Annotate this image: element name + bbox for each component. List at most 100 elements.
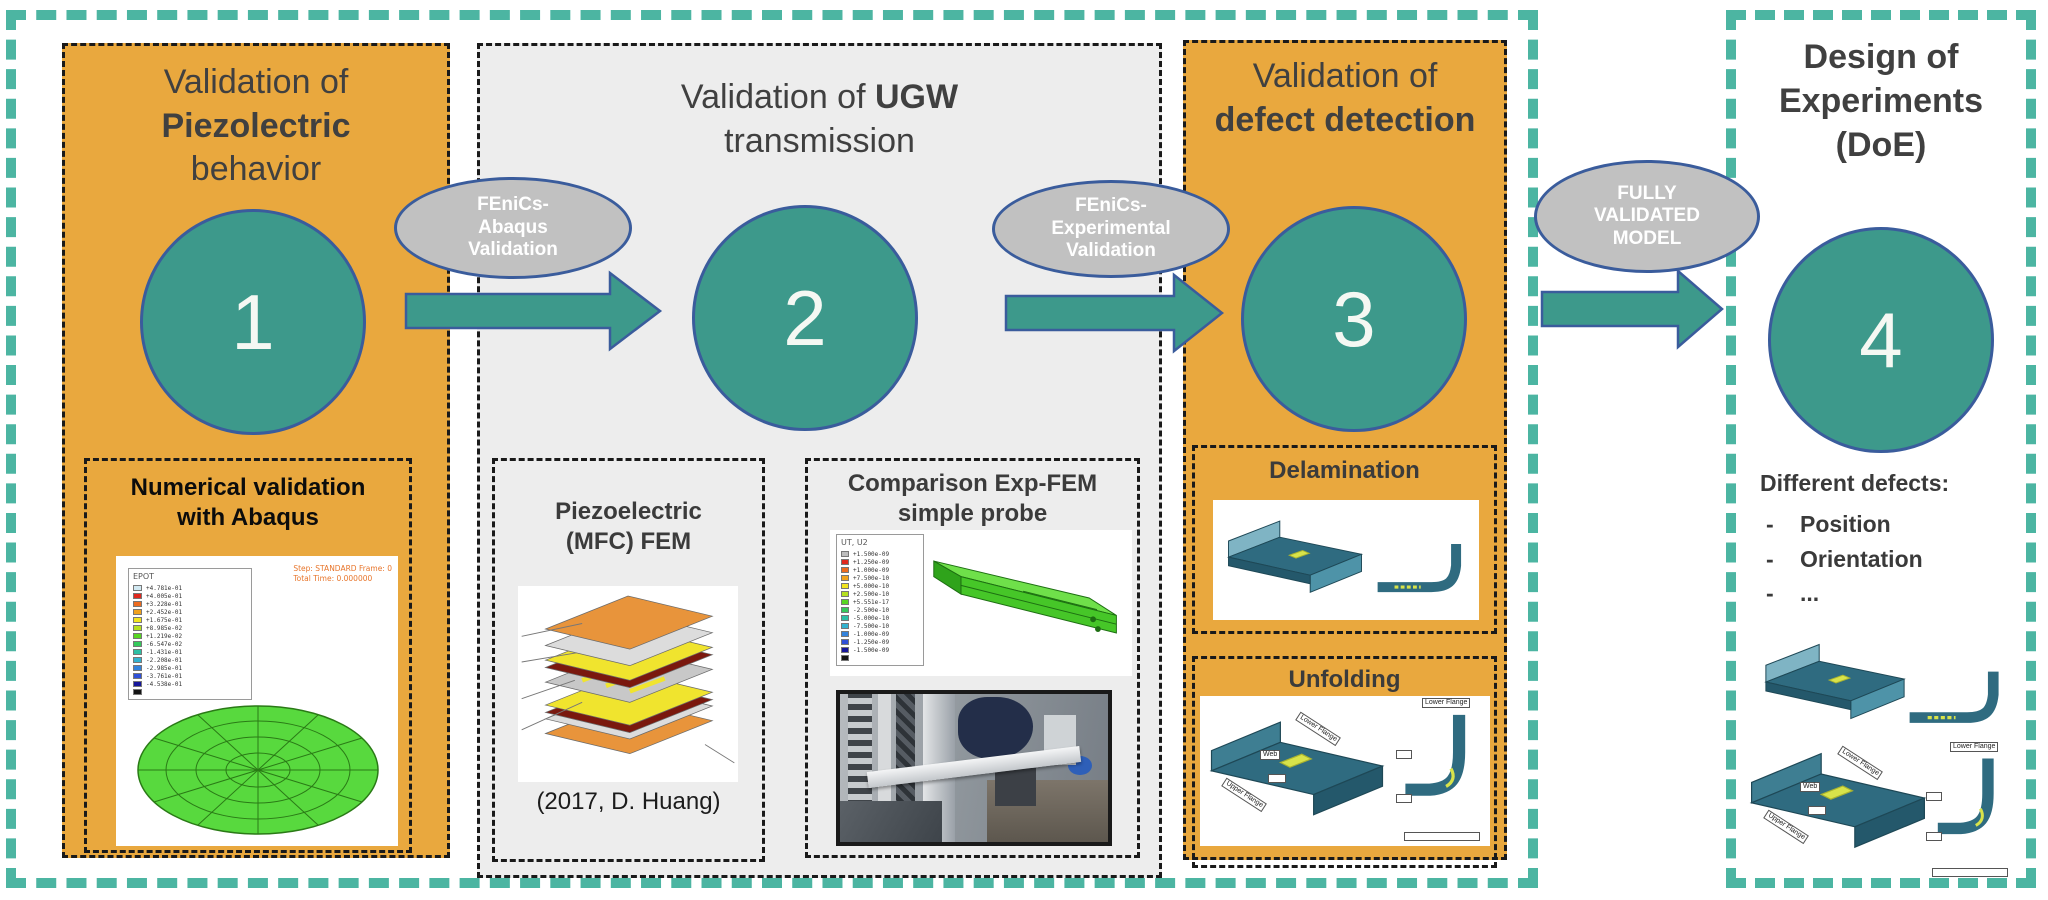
legend-row: +2.452e-01 xyxy=(133,608,247,616)
legend-swatch xyxy=(133,617,142,623)
panel4-title-line1: Design of xyxy=(1803,38,1959,76)
panel1-title-line2: Piezolectric xyxy=(161,106,351,145)
legend-row: -2.208e-01 xyxy=(133,656,247,664)
legend-swatch xyxy=(841,631,849,637)
l-section-svg xyxy=(1909,671,1999,723)
step-number-2: 2 xyxy=(783,273,827,362)
legend-value: -7.500e-10 xyxy=(853,622,890,630)
web-tag: Web xyxy=(1800,782,1821,793)
legend-swatch xyxy=(841,575,849,581)
bullet-dash: - xyxy=(1766,545,1774,572)
legend-row: -1.000e-09 xyxy=(841,630,919,638)
small-tag xyxy=(1396,794,1412,803)
legend-value: +1.250e-09 xyxy=(853,558,890,566)
panel4-title-line2: Experiments xyxy=(1778,82,1984,121)
legend-value: -2.208e-01 xyxy=(146,656,183,664)
panel3-title: Validation of defect detection xyxy=(1186,55,1504,142)
legend-swatch xyxy=(133,689,142,695)
legend-swatch xyxy=(841,551,849,557)
arrow-1-2 xyxy=(404,270,663,352)
legend-row: -2.985e-01 xyxy=(133,664,247,672)
caption-tag xyxy=(1404,832,1480,841)
step-circle-4: 4 xyxy=(1768,227,1994,453)
legend-swatch xyxy=(841,599,849,605)
legend-row: +8.985e-02 xyxy=(133,624,247,632)
web-tag: Web xyxy=(1260,750,1281,761)
legend-row: +1.250e-09 xyxy=(841,558,919,566)
panel2-title: Validation of UGW transmission xyxy=(480,76,1159,163)
legend-row xyxy=(133,688,247,696)
step-circle-3: 3 xyxy=(1241,206,1467,432)
fully-validated-model-ellipse: FULLY VALIDATED MODEL xyxy=(1534,160,1760,273)
legend-swatch xyxy=(841,615,849,621)
ut-u2-legend: UT, U2 +1.500e-09 +1.250e-09 +1.000e-09 xyxy=(836,534,924,666)
step-number-1: 1 xyxy=(231,277,275,366)
legend-value: +5.000e-10 xyxy=(853,582,890,590)
mfc-title: Piezoelectric (MFC) FEM xyxy=(555,498,702,555)
legend-row: -2.500e-10 xyxy=(841,606,919,614)
legend-value: -2.985e-01 xyxy=(146,664,183,672)
doe-border xyxy=(1726,10,2036,888)
legend-swatch xyxy=(841,583,849,589)
unfolding-box: Unfolding xyxy=(1192,656,1497,868)
legend-swatch xyxy=(841,591,849,597)
legend-swatch xyxy=(841,623,849,629)
fem-beam-figure: UT, U2 +1.500e-09 +1.250e-09 +1.000e-09 xyxy=(830,530,1132,676)
small-tag xyxy=(1396,750,1412,759)
legend-row: +3.228e-01 xyxy=(133,600,247,608)
bend-svg xyxy=(1405,714,1466,796)
legend-row xyxy=(841,654,919,662)
legend-swatch xyxy=(133,665,142,671)
panel1-title: Validation of Piezolectric behavior xyxy=(65,61,447,192)
legend-row: +1.675e-01 xyxy=(133,616,247,624)
legend-swatch xyxy=(133,641,142,647)
legend-row: +1.219e-02 xyxy=(133,632,247,640)
bend-section: Lower Flange xyxy=(1926,742,2018,888)
legend-swatch xyxy=(841,607,849,613)
small-tag xyxy=(1926,832,1942,841)
abaqus-epot-legend: EPOT +4.781e-01 +4.005e-01 +3.228e-01 xyxy=(128,568,252,700)
legend-value: +1.675e-01 xyxy=(146,616,183,624)
legend-row: +5.000e-10 xyxy=(841,582,919,590)
fenics-abaqus-validation-ellipse: FEniCs- Abaqus Validation xyxy=(394,177,632,279)
legend-value: -1.500e-09 xyxy=(853,646,890,654)
legend-value: -4.538e-01 xyxy=(146,680,183,688)
meshed-disc-figure xyxy=(137,705,379,835)
legend-value: -1.431e-01 xyxy=(146,648,183,656)
legend-title: EPOT xyxy=(133,572,155,581)
mfc-layers-figure xyxy=(518,586,738,782)
legend-value: +1.000e-09 xyxy=(853,566,890,574)
mfc-stack-svg xyxy=(521,595,735,764)
legend-value: +4.005e-01 xyxy=(146,592,183,600)
defect-item-label: Orientation xyxy=(1800,545,1923,572)
legend-value: -3.761e-01 xyxy=(146,672,183,680)
l-section-svg xyxy=(1377,544,1462,593)
legend-value: -1.250e-09 xyxy=(853,638,890,646)
channel-beam-svg xyxy=(1209,721,1385,816)
step-circle-2: 2 xyxy=(692,205,918,431)
legend-value: +4.781e-01 xyxy=(146,584,183,592)
lower-flange-tag: Lower Flange xyxy=(1422,698,1471,709)
labeled-channel-beam: Lower Flange Web Upper Flange xyxy=(1742,738,1934,870)
unfolding-title: Unfolding xyxy=(1288,666,1401,693)
piezoelectric-mfc-box: Piezoelectric (MFC) FEM xyxy=(492,458,765,862)
small-tag xyxy=(1808,806,1826,815)
validated-model-border xyxy=(6,10,1538,888)
legend-swatch xyxy=(133,657,142,663)
defect-item-label: Position xyxy=(1800,511,1891,537)
legend-row: -1.250e-09 xyxy=(841,638,919,646)
panel2-title-line2: transmission xyxy=(724,121,915,160)
arrow-2-3 xyxy=(1004,272,1225,354)
legend-row: +5.551e-17 xyxy=(841,598,919,606)
legend-swatch xyxy=(133,649,142,655)
legend-value: +5.551e-17 xyxy=(853,598,890,606)
abaqus-step-header: Step: STANDARD Frame: 0 Total Time: 0.00… xyxy=(293,564,392,583)
bend-svg xyxy=(1937,758,1994,835)
legend-row: +1.500e-09 xyxy=(841,550,919,558)
legend-value: +1.500e-09 xyxy=(853,550,890,558)
unfolding-figure: Lower Flange Web Upper Flange Lower Flan… xyxy=(1200,696,1490,846)
legend-swatch xyxy=(841,559,849,565)
delamination-figure xyxy=(1213,500,1479,620)
legend-swatch xyxy=(133,585,142,591)
